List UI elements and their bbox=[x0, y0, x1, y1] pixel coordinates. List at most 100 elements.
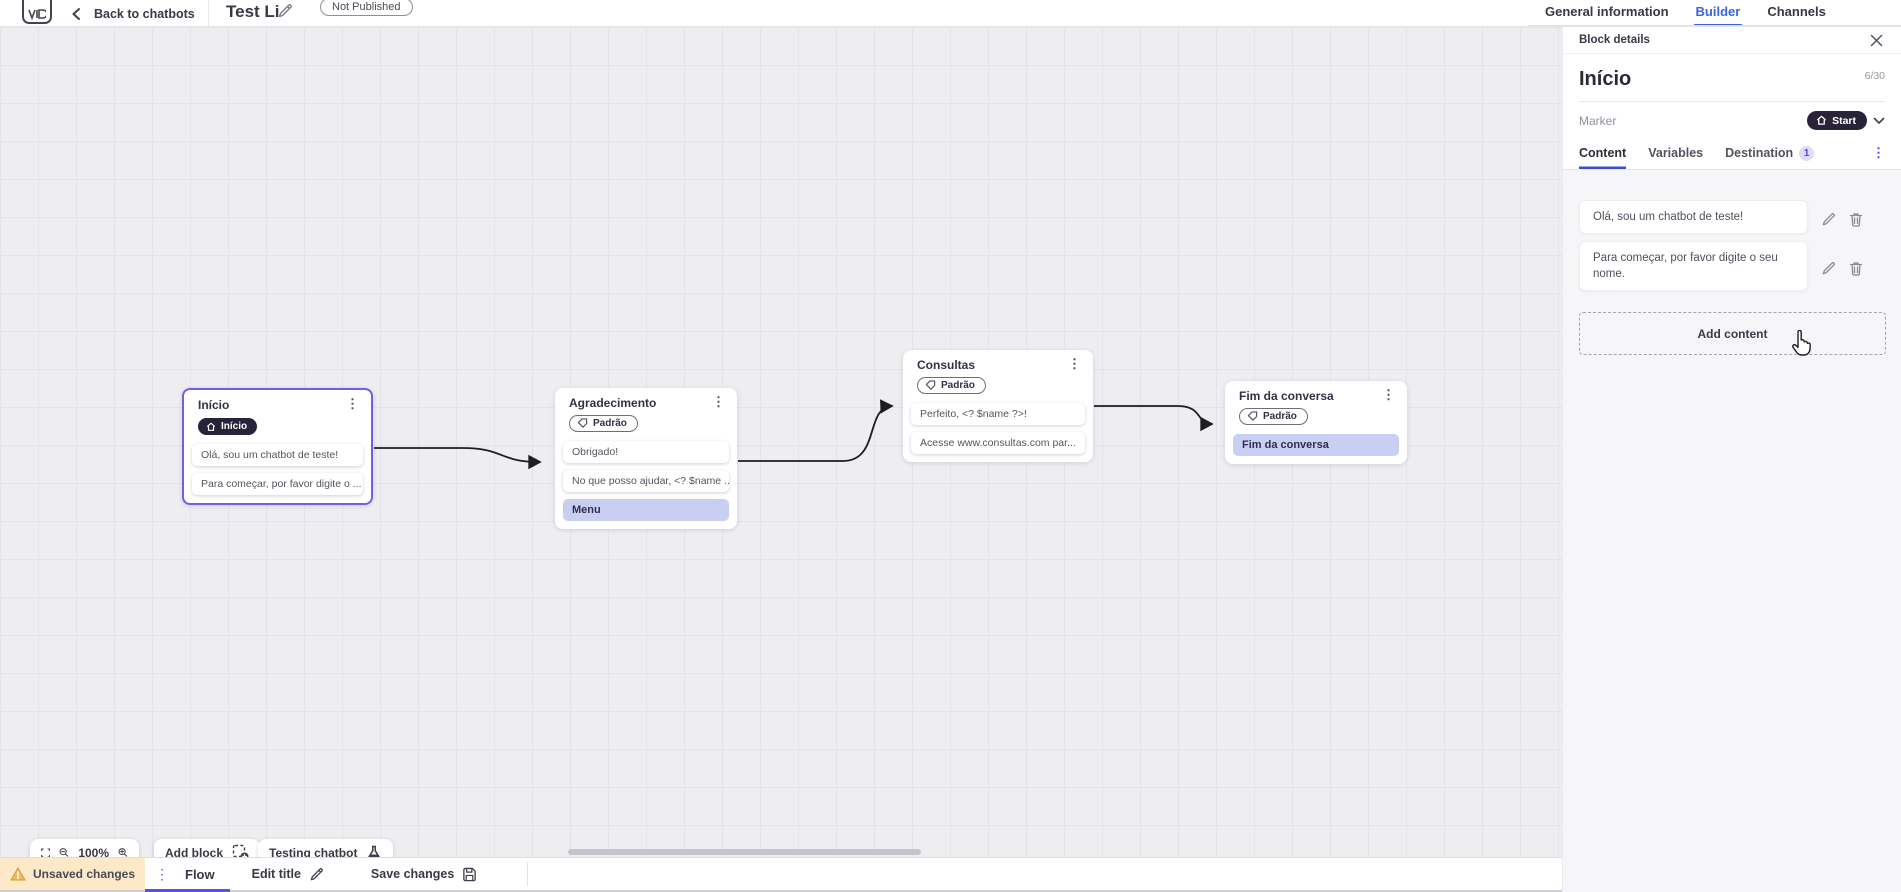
node-menu-icon[interactable]: ⋮ bbox=[1382, 387, 1395, 402]
add-block-button[interactable]: Add block bbox=[154, 839, 261, 858]
panel-tabs: Content Variables Destination 1 ⋮ bbox=[1563, 137, 1901, 170]
save-icon bbox=[463, 867, 477, 881]
add-content-button[interactable]: Add content bbox=[1579, 312, 1886, 355]
tab-content-label: Content bbox=[1579, 146, 1627, 160]
fit-screen-icon[interactable] bbox=[41, 846, 51, 858]
save-changes-button[interactable]: Save changes bbox=[371, 867, 477, 882]
tab-content[interactable]: Content bbox=[1579, 137, 1626, 169]
connector-inicio-agradecimento bbox=[374, 447, 542, 470]
flow-node-inicio[interactable]: Início ⋮ Início Olá, sou um chatbot de t… bbox=[182, 388, 373, 505]
tab-flow[interactable]: Flow bbox=[185, 866, 215, 882]
edit-content-icon[interactable] bbox=[1821, 246, 1836, 291]
marker-label: Marker bbox=[1579, 113, 1617, 128]
marker-row: Marker Start bbox=[1579, 111, 1885, 130]
panel-title: Block details bbox=[1579, 34, 1650, 46]
flow-node-agradecimento[interactable]: Agradecimento ⋮ Padrão Obrigado! No que … bbox=[555, 388, 737, 529]
node-message[interactable]: Olá, sou um chatbot de teste! bbox=[192, 443, 363, 466]
node-message[interactable]: Perfeito, <? $name ?>! bbox=[911, 403, 1085, 425]
tag-icon bbox=[577, 418, 588, 428]
edit-title-button[interactable]: Edit title bbox=[252, 867, 324, 882]
back-label: Back to chatbots bbox=[94, 6, 195, 21]
tag-label: Padrão bbox=[941, 380, 975, 391]
marker-value-label: Start bbox=[1832, 114, 1856, 127]
content-text[interactable]: Olá, sou um chatbot de teste! bbox=[1579, 200, 1808, 234]
close-icon[interactable] bbox=[1868, 32, 1885, 49]
node-menu-icon[interactable]: ⋮ bbox=[712, 394, 725, 409]
tab-variables-label: Variables bbox=[1648, 146, 1704, 160]
tab-destination-label: Destination bbox=[1725, 146, 1794, 160]
testing-chatbot-label: Testing chatbot bbox=[269, 845, 358, 858]
delete-content-icon[interactable] bbox=[1849, 246, 1863, 291]
flow-menu-icon[interactable]: ⋮ bbox=[155, 865, 169, 882]
flow-node-consultas[interactable]: Consultas ⋮ Padrão Perfeito, <? $name ?>… bbox=[903, 350, 1093, 462]
status-badge: Not Published bbox=[320, 0, 413, 16]
edit-title-label: Edit title bbox=[251, 867, 301, 881]
edit-chatbot-title-icon[interactable] bbox=[277, 3, 293, 19]
app-logo-icon[interactable] bbox=[22, 0, 52, 24]
node-end-row[interactable]: Fim da conversa bbox=[1233, 434, 1399, 456]
main-tabs: General information Builder Channels bbox=[1543, 0, 1828, 26]
node-menu-icon[interactable]: ⋮ bbox=[1068, 356, 1081, 371]
flow-tab-underline bbox=[145, 889, 230, 892]
block-title-input[interactable]: Início bbox=[1579, 68, 1632, 90]
flask-icon bbox=[368, 845, 381, 857]
tab-builder[interactable]: Builder bbox=[1693, 0, 1743, 26]
save-changes-label: Save changes bbox=[370, 867, 455, 881]
tab-variables[interactable]: Variables bbox=[1648, 137, 1703, 169]
zoom-out-icon[interactable] bbox=[59, 845, 69, 857]
chatbot-title: Test Li bbox=[226, 2, 280, 21]
testing-chatbot-button[interactable]: Testing chatbot bbox=[258, 839, 394, 858]
node-menu-icon[interactable]: ⋮ bbox=[346, 396, 359, 411]
pencil-icon bbox=[278, 4, 292, 18]
add-block-label: Add block bbox=[165, 845, 224, 858]
panel-menu-icon[interactable]: ⋮ bbox=[1872, 145, 1885, 160]
tag-badge: Padrão bbox=[917, 377, 986, 394]
tag-label: Padrão bbox=[593, 418, 627, 429]
unsaved-changes-indicator: Unsaved changes bbox=[0, 858, 145, 890]
start-marker-badge: Início bbox=[198, 418, 258, 435]
content-item-row: Olá, sou um chatbot de teste! bbox=[1579, 200, 1885, 234]
content-tab-body: Olá, sou um chatbot de teste! Para começ… bbox=[1563, 170, 1901, 892]
start-marker-pill: Start bbox=[1807, 111, 1867, 130]
node-title: Agradecimento bbox=[569, 396, 657, 410]
node-message[interactable]: Para começar, por favor digite o ... bbox=[192, 472, 363, 495]
logo-glyph-icon bbox=[28, 9, 46, 21]
flow-canvas[interactable]: Início ⋮ Início Olá, sou um chatbot de t… bbox=[0, 27, 1562, 857]
zoom-level: 100% bbox=[78, 845, 110, 858]
tab-destination[interactable]: Destination 1 bbox=[1725, 137, 1815, 169]
node-message[interactable]: Acesse www.consultas.com par... bbox=[911, 432, 1085, 454]
home-icon bbox=[1817, 115, 1827, 125]
content-text[interactable]: Para começar, por favor digite o seu nom… bbox=[1579, 241, 1808, 291]
horizontal-scrollbar[interactable] bbox=[568, 849, 921, 855]
node-menu-row[interactable]: Menu bbox=[563, 499, 729, 521]
tag-icon bbox=[925, 380, 936, 390]
pencil-icon bbox=[310, 867, 323, 880]
divider bbox=[208, 0, 209, 27]
flow-node-fim-da-conversa[interactable]: Fim da conversa ⋮ Padrão Fim da conversa bbox=[1225, 381, 1407, 464]
node-title: Consultas bbox=[917, 358, 976, 372]
tab-general-information[interactable]: General information bbox=[1545, 4, 1669, 19]
node-message[interactable]: Obrigado! bbox=[563, 441, 729, 463]
zoom-controls: 100% bbox=[30, 839, 139, 857]
connector-agradecimento-consultas bbox=[738, 399, 894, 462]
char-counter: 6/30 bbox=[1864, 70, 1885, 82]
bottom-bar: Unsaved changes ⋮ Flow Edit title Save c… bbox=[0, 857, 1562, 892]
add-block-icon bbox=[232, 844, 249, 857]
edit-content-icon[interactable] bbox=[1821, 205, 1836, 234]
unsaved-changes-label: Unsaved changes bbox=[32, 867, 136, 881]
block-title-row: Início 6/30 bbox=[1579, 68, 1885, 102]
panel-header: Block details bbox=[1563, 27, 1901, 54]
delete-content-icon[interactable] bbox=[1849, 205, 1863, 234]
node-message[interactable]: No que posso ajudar, <? $name ... bbox=[563, 470, 729, 492]
tag-icon bbox=[1247, 411, 1258, 421]
marker-select[interactable]: Start bbox=[1807, 111, 1885, 130]
tab-strip-line bbox=[1528, 24, 1901, 26]
connector-consultas-fim bbox=[1094, 405, 1214, 432]
content-item-row: Para começar, por favor digite o seu nom… bbox=[1579, 241, 1885, 291]
zoom-in-icon[interactable] bbox=[118, 845, 128, 857]
back-to-chatbots-button[interactable]: Back to chatbots bbox=[70, 0, 195, 27]
divider bbox=[527, 862, 529, 886]
tab-channels[interactable]: Channels bbox=[1767, 4, 1826, 19]
tag-label: Padrão bbox=[1263, 411, 1297, 422]
warning-icon bbox=[10, 867, 26, 881]
